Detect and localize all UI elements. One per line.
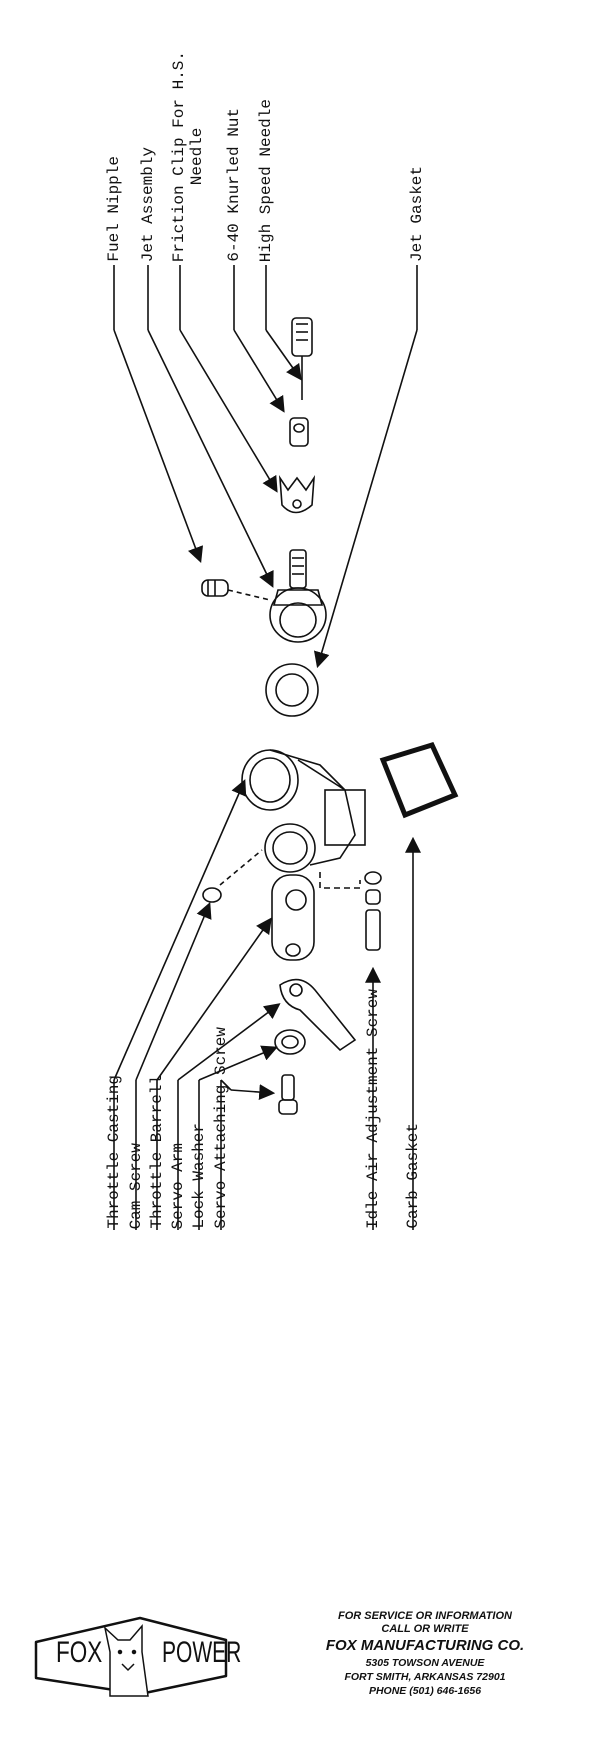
leader-knurled-nut — [233, 265, 285, 413]
company-name: FOX MANUFACTURING CO. — [325, 1637, 525, 1654]
logo-fox-text: FOX — [56, 1636, 103, 1669]
idle-air-screw-part — [364, 871, 382, 951]
knurled-nut-part — [289, 417, 309, 447]
leader-servo-attaching-screw — [220, 1079, 276, 1230]
high-speed-needle-part — [291, 317, 313, 400]
leader-lock-washer — [198, 1045, 278, 1230]
fox-head-icon — [103, 1623, 149, 1697]
label-friction-clip-line2: Needle — [188, 127, 206, 186]
leader-servo-arm — [177, 1003, 281, 1230]
leader-throttle-barrell — [156, 917, 272, 1230]
carb-gasket-part — [379, 741, 459, 819]
label-high-speed-needle: High Speed Needle — [257, 98, 275, 262]
label-jet-assembly: Jet Assembly — [139, 146, 157, 262]
leader-jet-gasket — [313, 265, 418, 669]
leader-friction-clip — [179, 265, 278, 493]
label-carb-gasket: Carb Gasket — [404, 1123, 422, 1229]
leader-jet-assembly — [147, 265, 274, 588]
fox-power-logo: FOX POWER — [30, 1612, 241, 1700]
leader-cam-screw — [135, 902, 212, 1230]
label-friction-clip-line1: Friction Clip For H.S. — [170, 50, 188, 262]
label-throttle-casting: Throttle Casting — [105, 1075, 123, 1229]
address: 5305 TOWSON AVENUE — [365, 1657, 485, 1669]
label-cam-screw: Cam Screw — [127, 1142, 145, 1229]
throttle-barrel-part — [271, 874, 315, 961]
friction-clip-part — [278, 475, 316, 514]
leader-high-speed-needle — [265, 265, 302, 381]
label-lock-washer: Lock Washer — [190, 1123, 208, 1229]
servo-arm-part — [279, 978, 357, 1052]
jet-gasket-part — [265, 663, 319, 717]
label-knurled-nut: 6-40 Knurled Nut — [225, 108, 243, 262]
contact-line2: CALL OR WRITE — [381, 1623, 469, 1635]
phone: PHONE (501) 646-1656 — [368, 1685, 482, 1697]
label-idle-air-screw: Idle Air Adjustment Screw — [364, 988, 382, 1229]
label-throttle-barrell: Throttle Barrell — [148, 1075, 166, 1229]
label-fuel-nipple: Fuel Nipple — [105, 156, 123, 262]
label-jet-gasket: Jet Gasket — [408, 165, 426, 262]
contact-info: FOR SERVICE OR INFORMATION CALL OR WRITE… — [300, 1610, 550, 1698]
logo-power-text: POWER — [162, 1636, 242, 1669]
jet-assembly-part — [269, 549, 327, 643]
label-servo-attaching-screw: Servo Attaching Screw — [212, 1027, 230, 1229]
contact-line1: FOR SERVICE OR INFORMATION — [338, 1610, 512, 1622]
city: FORT SMITH, ARKANSAS 72901 — [344, 1671, 506, 1683]
servo-attaching-screw-part — [278, 1074, 298, 1115]
label-servo-arm: Servo Arm — [169, 1142, 187, 1229]
leader-throttle-casting — [113, 779, 247, 1230]
leader-fuel-nipple — [113, 265, 204, 563]
label-friction-clip: Friction Clip For H.S. Needle — [170, 51, 206, 262]
throttle-casting-part — [241, 749, 366, 889]
cam-screw-part — [202, 849, 263, 903]
lock-washer-part — [274, 1029, 306, 1055]
fuel-nipple-part — [201, 579, 271, 601]
